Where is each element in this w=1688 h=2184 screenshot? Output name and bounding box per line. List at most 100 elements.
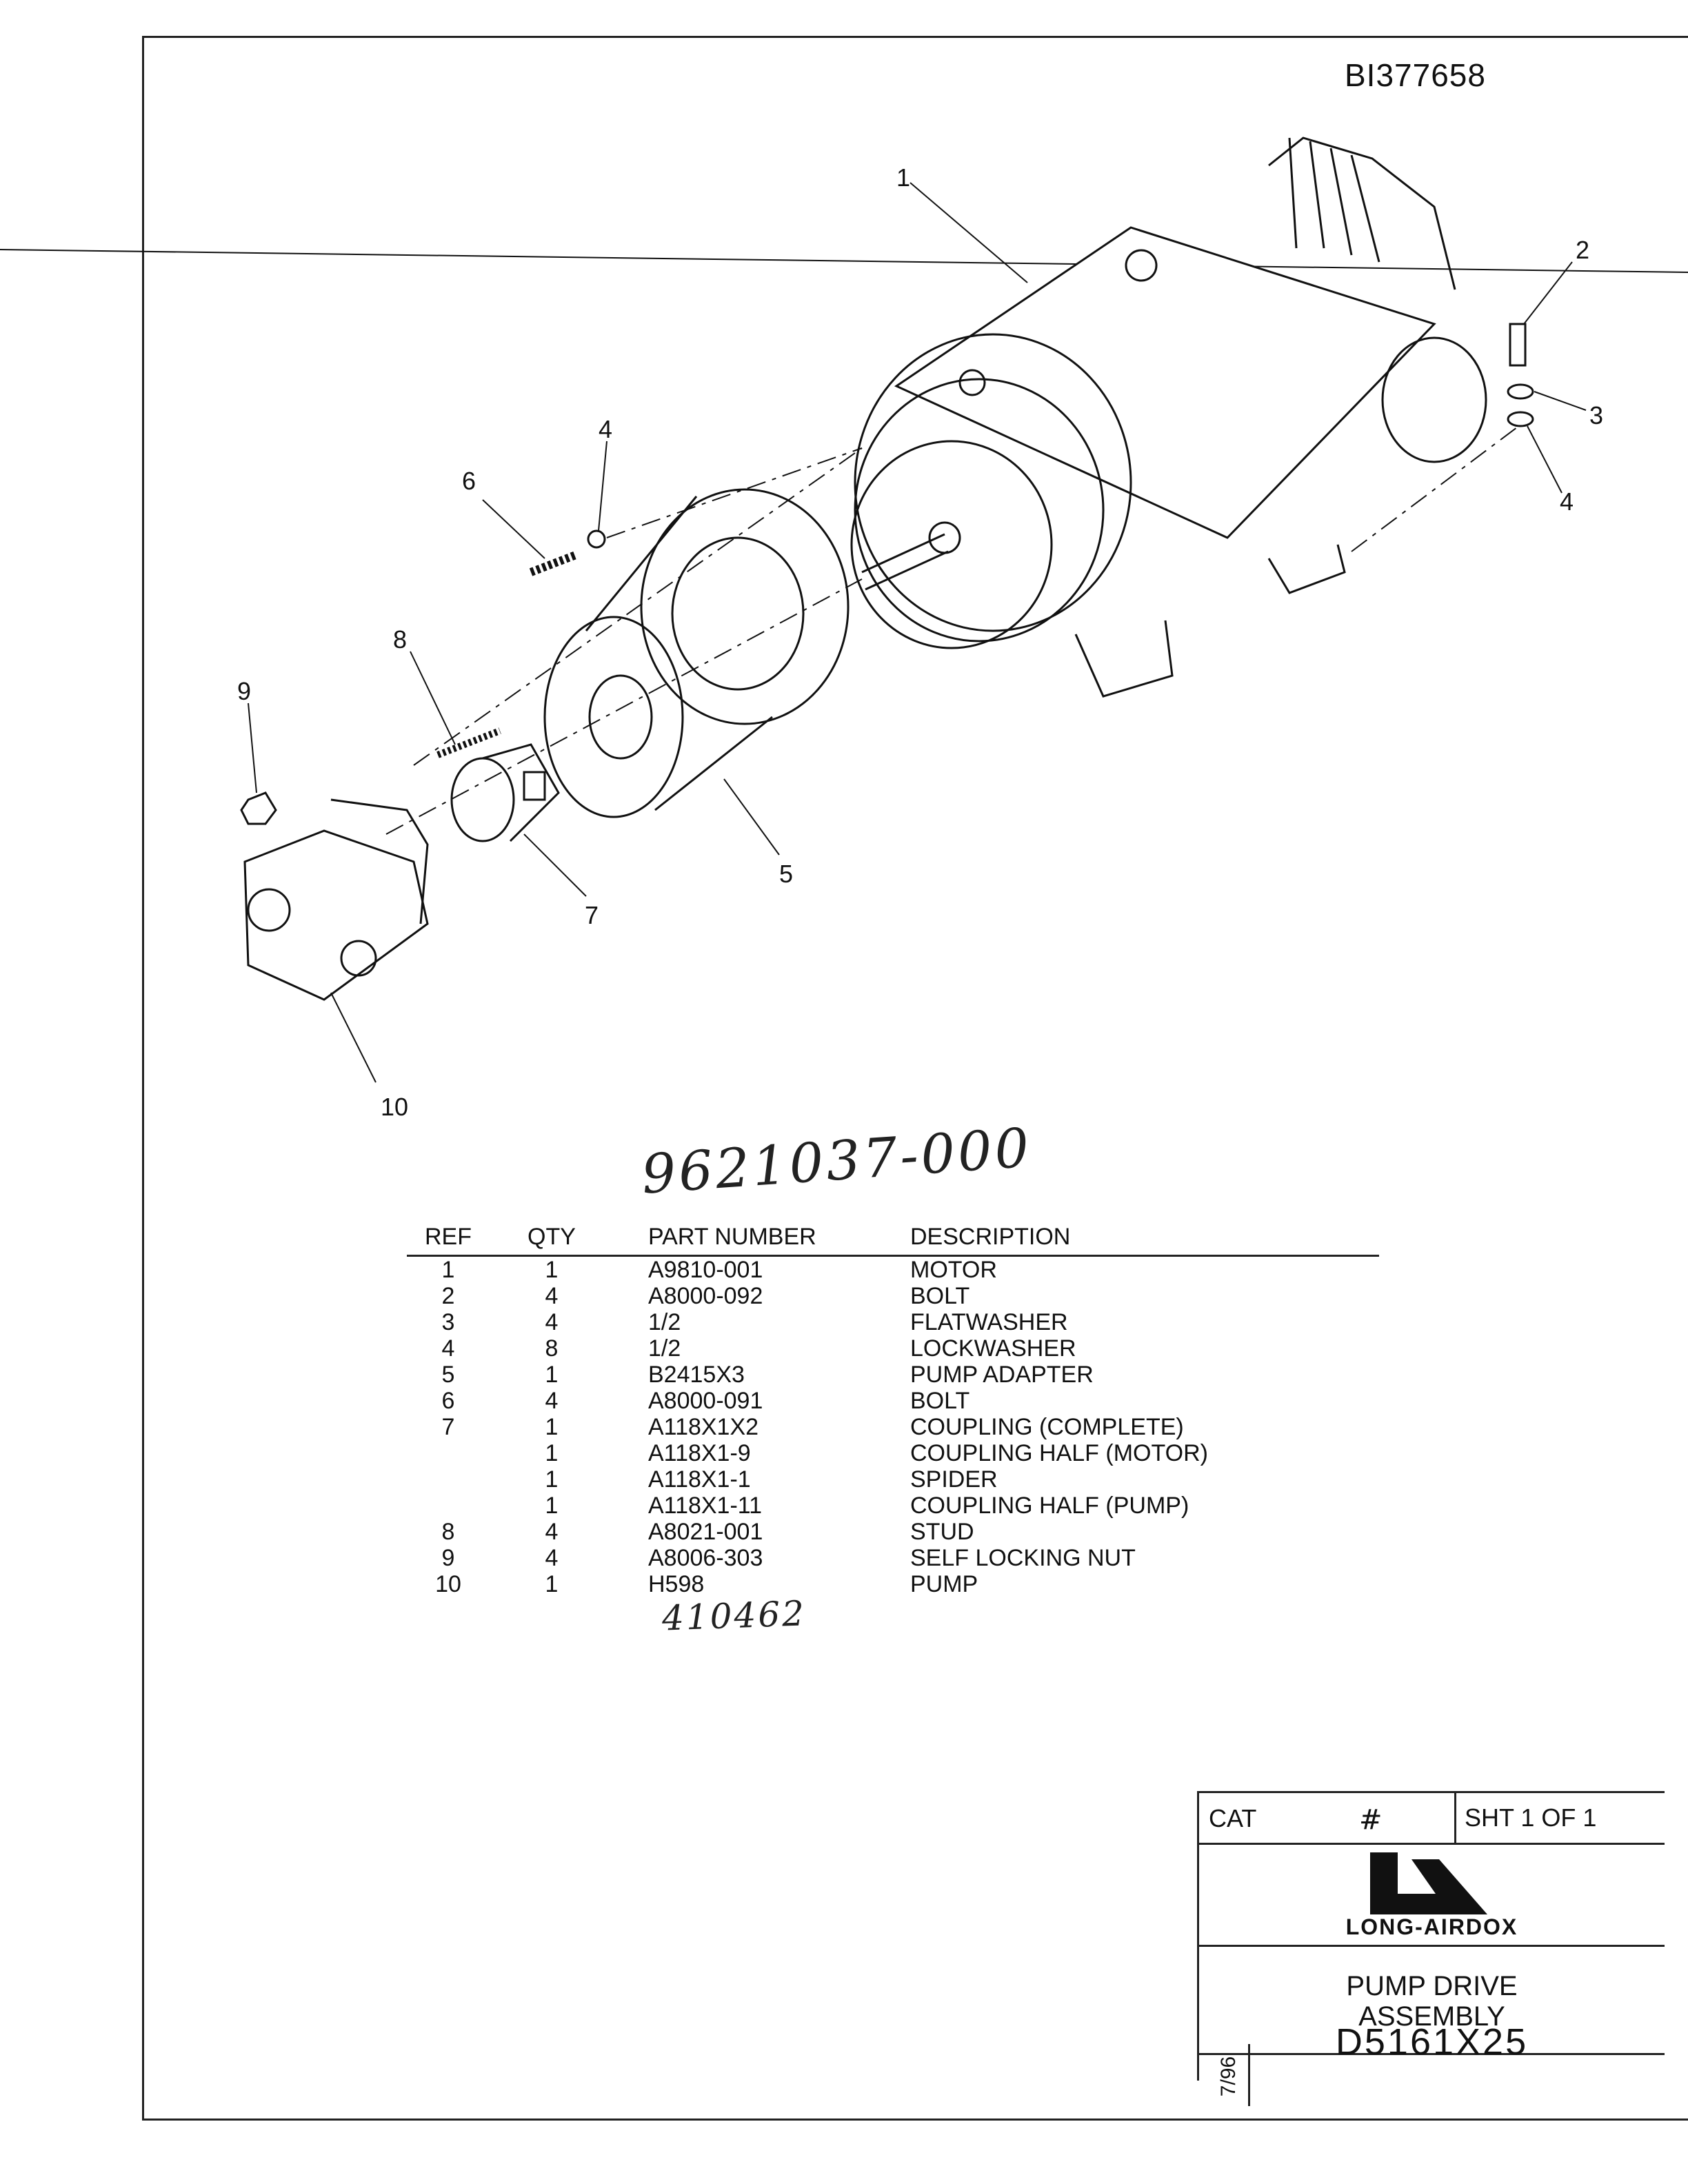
bom-cell-description: PUMP xyxy=(910,1571,978,1597)
bom-cell-description: COUPLING HALF (MOTOR) xyxy=(910,1440,1208,1466)
flatwasher-3 xyxy=(1507,383,1534,400)
bom-cell-description: SPIDER xyxy=(910,1466,998,1493)
bom-cell-ref: 8 xyxy=(441,1519,455,1545)
pump-adapter xyxy=(543,488,850,818)
bom-cell-qty: 1 xyxy=(545,1571,559,1597)
company-name: LONG-AIRDOX xyxy=(1345,1914,1518,1939)
bom-cell-part-number: A9810-001 xyxy=(648,1257,763,1283)
callout-10: 10 xyxy=(381,1093,408,1121)
bom-cell-qty: 1 xyxy=(545,1466,559,1493)
table-row: 1 A118X1-1 SPIDER xyxy=(407,1466,1379,1493)
bom-cell-part-number: A118X1-11 xyxy=(648,1493,763,1519)
bom-cell-description: PUMP ADAPTER xyxy=(910,1362,1094,1388)
sheet-number: SHT 1 OF 1 xyxy=(1454,1793,1658,1843)
bom-cell-qty: 4 xyxy=(545,1545,559,1571)
leader-lines xyxy=(248,182,1587,1083)
bom-cell-ref: 3 xyxy=(441,1309,455,1335)
bom-cell-qty: 1 xyxy=(545,1414,559,1440)
long-airdox-logo-icon xyxy=(1370,1852,1487,1914)
bom-cell-part-number: A118X1-1 xyxy=(648,1466,751,1493)
callout-2: 2 xyxy=(1576,236,1589,264)
bom-cell-part-number: A118X1X2 xyxy=(648,1414,759,1440)
header-part-number: PART NUMBER xyxy=(614,1224,910,1257)
table-row: 1 A118X1-9 COUPLING HALF (MOTOR) xyxy=(407,1440,1379,1466)
bom-cell-ref: 5 xyxy=(441,1362,455,1388)
bom-cell-ref: 4 xyxy=(441,1335,455,1362)
bom-cell-description: LOCKWASHER xyxy=(910,1335,1076,1362)
callout-numbers: 1 2 3 4 4 5 6 7 8 9 10 xyxy=(237,163,1603,1121)
bom-cell-qty: 4 xyxy=(545,1309,559,1335)
callout-8: 8 xyxy=(393,625,407,654)
bom-cell-ref: 10 xyxy=(435,1571,461,1597)
title-block-footer: 7/96 D5161X25 xyxy=(1199,2021,1665,2106)
company-logo-area: LONG-AIRDOX xyxy=(1199,1843,1665,1947)
bom-cell-qty: 4 xyxy=(545,1388,559,1414)
table-row: 9 4 A8006-303 SELF LOCKING NUT xyxy=(407,1545,1379,1571)
header-ref: REF xyxy=(407,1224,490,1257)
bom-cell-part-number: A8006-303 xyxy=(648,1545,763,1571)
motor xyxy=(850,136,1487,698)
bom-cell-ref: 9 xyxy=(441,1545,455,1571)
lockwasher-left xyxy=(587,529,606,549)
bom-cell-qty: 1 xyxy=(545,1440,559,1466)
header-qty: QTY xyxy=(490,1224,614,1257)
title-block: CAT # SHT 1 OF 1 LONG-AIRDOX PUMP DRIVE … xyxy=(1197,1791,1665,2106)
bolt-2 xyxy=(1509,323,1527,367)
callout-3: 3 xyxy=(1589,401,1603,429)
bom-cell-ref xyxy=(407,1466,490,1493)
bom-cell-description: FLATWASHER xyxy=(910,1309,1068,1335)
callout-1: 1 xyxy=(896,163,910,192)
table-row: 10 1 H598 PUMP xyxy=(407,1571,1379,1597)
bom-cell-ref xyxy=(407,1493,490,1519)
bom-cell-part-number: A118X1-9 xyxy=(648,1440,751,1466)
cat-hash: # xyxy=(1359,1804,1383,1836)
drawing-number: D5161X25 xyxy=(1335,2021,1529,2063)
scan-line xyxy=(0,249,1688,273)
self-locking-nut xyxy=(240,791,277,825)
handwritten-note: 410462 xyxy=(661,1593,807,1639)
callout-4-left: 4 xyxy=(599,415,612,443)
bom-cell-ref: 6 xyxy=(441,1388,455,1414)
cat-label: CAT xyxy=(1209,1804,1257,1832)
bom-cell-part-number: 1/2 xyxy=(648,1335,681,1362)
title-line-2: ASSEMBLY xyxy=(1358,2001,1505,2032)
coupling xyxy=(450,743,560,842)
callout-5: 5 xyxy=(779,860,793,888)
bom-cell-qty: 8 xyxy=(545,1335,559,1362)
bom-cell-qty: 1 xyxy=(545,1493,559,1519)
bom-cell-part-number: B2415X3 xyxy=(648,1362,745,1388)
bom-cell-description: BOLT xyxy=(910,1283,970,1309)
lockwasher-right xyxy=(1507,411,1534,427)
title-line-1: PUMP DRIVE xyxy=(1346,1971,1518,2001)
drawing-frame xyxy=(142,36,1688,2121)
table-row: 1 1 A9810-001 MOTOR xyxy=(407,1256,1379,1284)
bom-cell-qty: 1 xyxy=(545,1257,559,1283)
document-id: BI377658 xyxy=(1345,57,1486,93)
callout-9: 9 xyxy=(237,677,251,705)
table-row: 3 4 1/2 FLATWASHER xyxy=(407,1309,1379,1335)
table-row: 2 4 A8000-092 BOLT xyxy=(407,1283,1379,1309)
header-description: DESCRIPTION xyxy=(910,1224,1379,1257)
bom-cell-part-number: A8000-092 xyxy=(648,1283,763,1309)
callout-4-right: 4 xyxy=(1560,487,1574,516)
bom-cell-qty: 4 xyxy=(545,1519,559,1545)
bom-cell-description: MOTOR xyxy=(910,1257,997,1283)
bom-cell-ref: 2 xyxy=(441,1283,455,1309)
pump xyxy=(243,798,429,1001)
bom-cell-ref: 1 xyxy=(441,1257,455,1283)
bom-cell-description: STUD xyxy=(910,1519,974,1545)
bom-cell-part-number: 1/2 xyxy=(648,1309,681,1335)
bom-cell-qty: 4 xyxy=(545,1283,559,1309)
bom-cell-description: BOLT xyxy=(910,1388,970,1414)
bom-cell-part-number: H598 xyxy=(648,1571,705,1597)
bolt-6 xyxy=(529,551,578,576)
bom-cell-ref xyxy=(407,1440,490,1466)
bom-cell-ref: 7 xyxy=(441,1414,455,1440)
bom-cell-description: SELF LOCKING NUT xyxy=(910,1545,1136,1571)
title-block-header-row: CAT # SHT 1 OF 1 xyxy=(1199,1793,1665,1845)
